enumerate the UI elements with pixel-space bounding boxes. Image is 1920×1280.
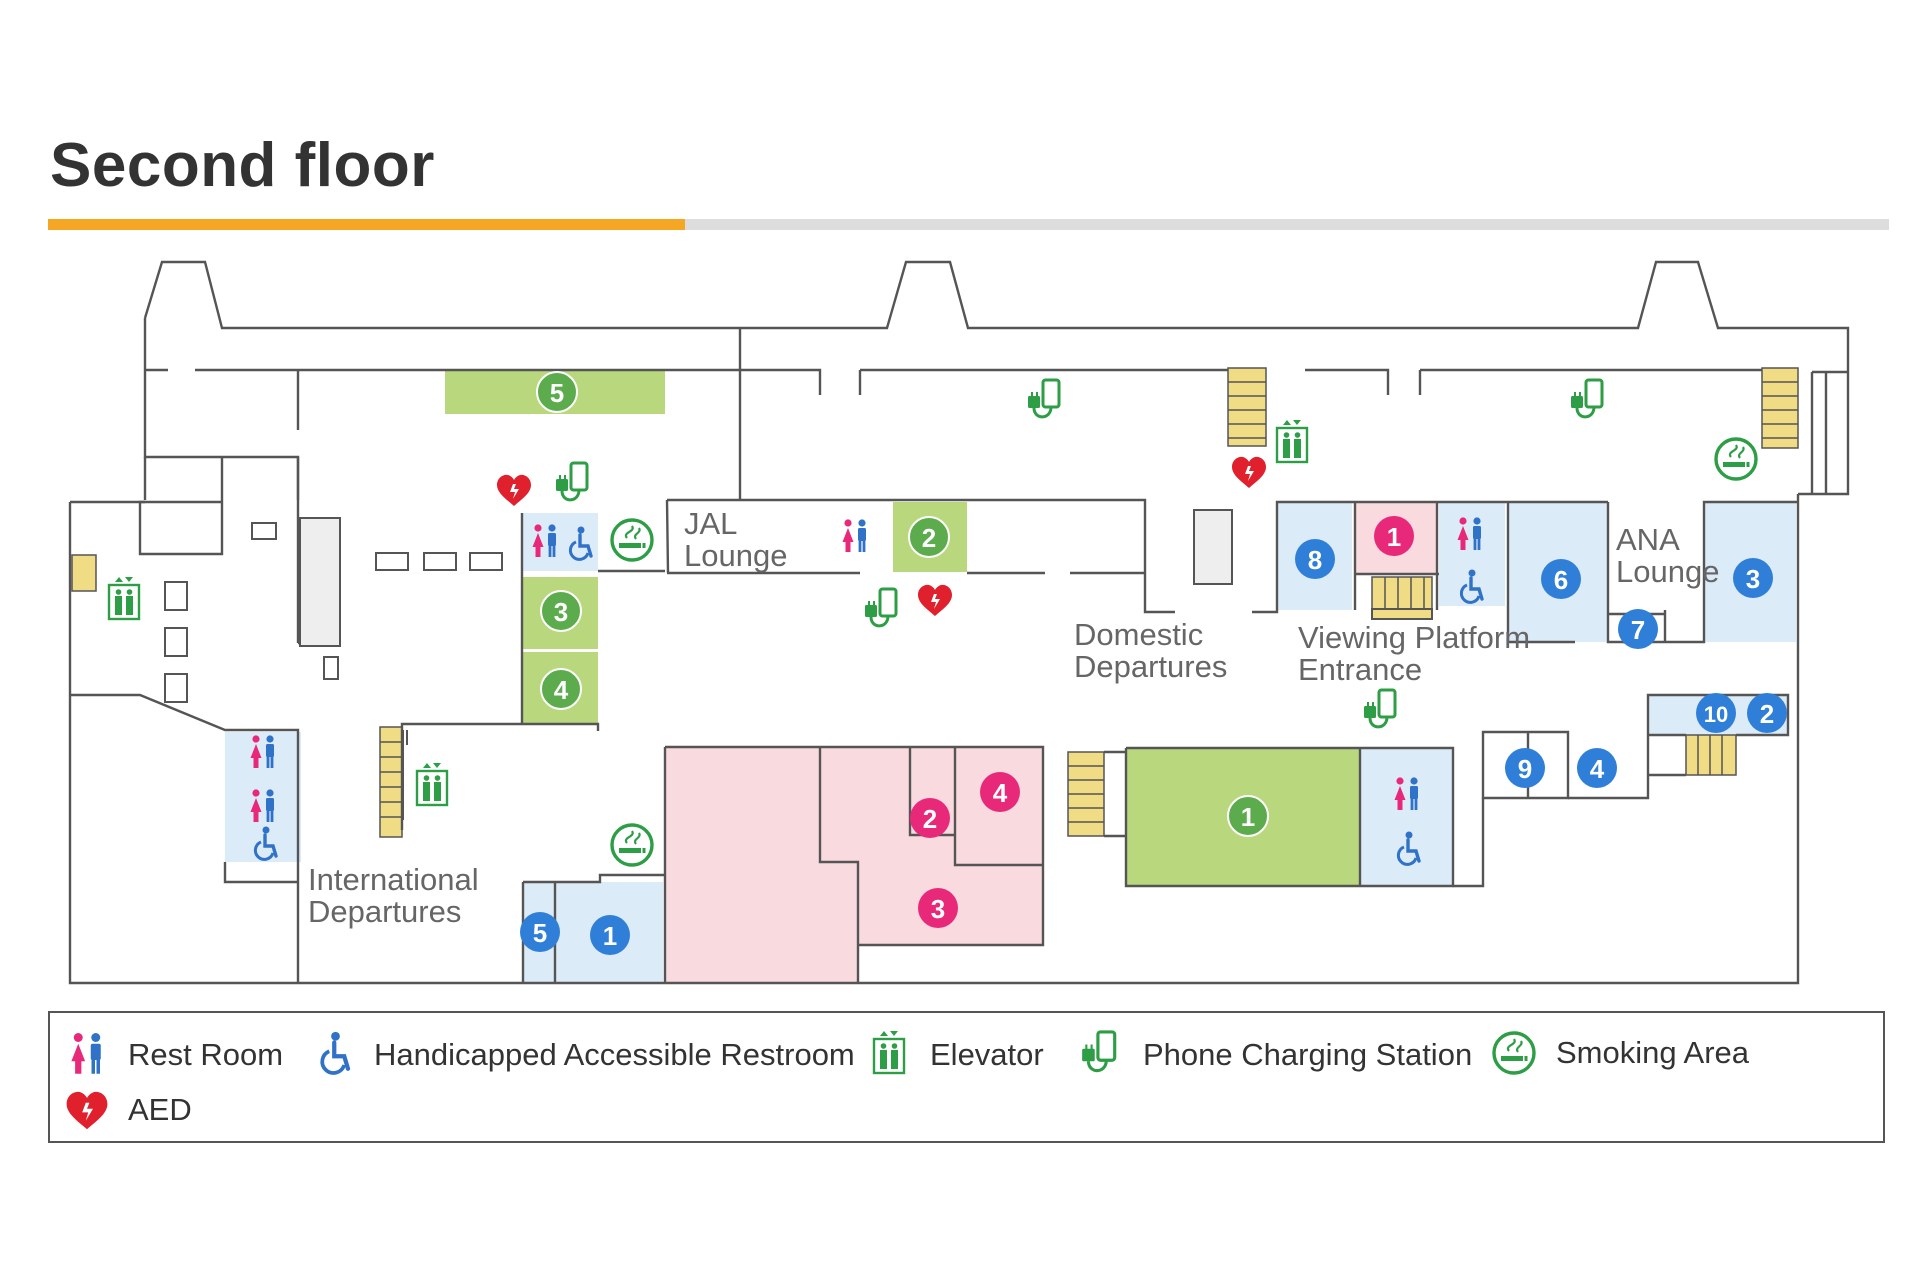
badge-blue-4[interactable]: 4 — [1577, 748, 1617, 788]
elevator-icon — [872, 1029, 906, 1075]
label-ana-2: Lounge — [1616, 554, 1719, 589]
walls — [68, 260, 1850, 985]
svg-text:8: 8 — [1308, 545, 1322, 575]
svg-text:4: 4 — [554, 675, 569, 705]
badge-blue-3[interactable]: 3 — [1733, 558, 1773, 598]
label-international-1: International — [308, 862, 479, 897]
blue-rooms — [225, 502, 1796, 982]
badge-green-4[interactable]: 4 — [540, 668, 582, 710]
badge-blue-6[interactable]: 6 — [1541, 559, 1581, 599]
svg-text:3: 3 — [1746, 564, 1760, 594]
badge-pink-2[interactable]: 2 — [910, 798, 950, 838]
label-viewing-2: Entrance — [1298, 652, 1422, 687]
svg-text:7: 7 — [1631, 615, 1645, 645]
badge-pink-1[interactable]: 1 — [1374, 516, 1414, 556]
svg-text:6: 6 — [1554, 565, 1568, 595]
legend-item-elevator: Elevator — [866, 1029, 1044, 1081]
smoking-area-icon — [610, 823, 654, 867]
legend-label-accessible: Handicapped Accessible Restroom — [374, 1037, 855, 1072]
legend-item-restroom: Rest Room — [64, 1031, 283, 1079]
svg-text:1: 1 — [1241, 802, 1255, 832]
svg-text:5: 5 — [550, 378, 564, 408]
badge-pink-4[interactable]: 4 — [980, 772, 1020, 812]
badge-blue-10[interactable]: 10 — [1696, 693, 1736, 733]
title-rule-accent — [48, 219, 685, 230]
svg-text:4: 4 — [993, 778, 1008, 808]
badge-green-2[interactable]: 2 — [908, 516, 950, 558]
restroom-icon — [71, 1033, 101, 1074]
legend-label-phone: Phone Charging Station — [1143, 1037, 1473, 1072]
badge-blue-1[interactable]: 1 — [590, 915, 630, 955]
legend-item-smoking: Smoking Area — [1490, 1029, 1749, 1077]
aed-icon — [497, 474, 531, 506]
svg-text:3: 3 — [931, 894, 945, 924]
elevator-icon — [415, 761, 449, 807]
title-rule — [48, 219, 1889, 230]
svg-text:9: 9 — [1518, 754, 1532, 784]
label-domestic-1: Domestic — [1074, 617, 1203, 652]
badge-blue-5[interactable]: 5 — [520, 912, 560, 952]
badge-green-3[interactable]: 3 — [540, 590, 582, 632]
svg-text:2: 2 — [1760, 699, 1774, 729]
badge-blue-2[interactable]: 2 — [1747, 693, 1787, 733]
phone-charging-icon — [1569, 378, 1604, 419]
svg-text:10: 10 — [1704, 702, 1728, 727]
label-viewing-1: Viewing Platform — [1298, 620, 1530, 655]
legend-label-smoking: Smoking Area — [1556, 1035, 1749, 1070]
badge-green-5[interactable]: 5 — [536, 371, 578, 413]
elevator-icon — [1275, 418, 1309, 464]
elevator-icon — [107, 575, 141, 621]
phone-charging-icon — [863, 587, 898, 628]
svg-text:4: 4 — [1590, 754, 1605, 784]
aed-icon — [1232, 456, 1266, 488]
aed-icon — [66, 1091, 108, 1130]
floor-map: JAL Lounge ANA Lounge Domestic Departure… — [68, 260, 1850, 985]
badge-blue-7[interactable]: 7 — [1618, 609, 1658, 649]
badge-blue-9[interactable]: 9 — [1505, 748, 1545, 788]
label-ana-1: ANA — [1616, 522, 1680, 557]
legend-label-restroom: Rest Room — [128, 1037, 284, 1072]
restroom-icon — [842, 519, 866, 552]
smoking-area-icon — [1714, 437, 1758, 481]
pink-badges: 1 2 3 4 — [910, 516, 1414, 928]
svg-text:2: 2 — [922, 523, 936, 553]
label-jal-2: Lounge — [684, 538, 787, 573]
blue-badges: 8 6 3 7 10 2 9 4 5 1 — [520, 539, 1787, 955]
page-title: Second floor — [50, 131, 435, 200]
legend-label-aed: AED — [128, 1092, 192, 1127]
smoking-area-icon — [610, 518, 654, 562]
legend-item-aed: AED — [64, 1089, 192, 1131]
phone-charging-icon — [1026, 378, 1061, 419]
phone-charging-icon — [1080, 1030, 1117, 1073]
phone-charging-icon — [1362, 688, 1397, 729]
accessible-restroom-icon — [310, 1031, 356, 1079]
svg-text:5: 5 — [533, 918, 547, 948]
label-jal-1: JAL — [684, 506, 737, 541]
label-international-2: Departures — [308, 894, 461, 929]
legend-label-elevator: Elevator — [930, 1037, 1044, 1072]
phone-charging-icon — [554, 461, 589, 502]
label-domestic-2: Departures — [1074, 649, 1227, 684]
badge-green-1[interactable]: 1 — [1227, 795, 1269, 837]
badge-blue-8[interactable]: 8 — [1295, 539, 1335, 579]
legend-item-accessible: Handicapped Accessible Restroom — [310, 1031, 855, 1079]
smoking-area-icon — [1492, 1031, 1536, 1075]
green-badges: 5 3 4 2 1 — [536, 371, 1269, 837]
svg-text:2: 2 — [923, 804, 937, 834]
area-labels: JAL Lounge ANA Lounge Domestic Departure… — [308, 506, 1719, 929]
svg-text:1: 1 — [603, 921, 617, 951]
badge-pink-3[interactable]: 3 — [918, 888, 958, 928]
aed-icon — [918, 584, 952, 616]
svg-text:3: 3 — [554, 597, 568, 627]
legend-item-phone: Phone Charging Station — [1075, 1029, 1472, 1081]
legend: Rest Room Handicapped Accessible Restroo… — [48, 1011, 1885, 1143]
svg-text:1: 1 — [1387, 522, 1401, 552]
